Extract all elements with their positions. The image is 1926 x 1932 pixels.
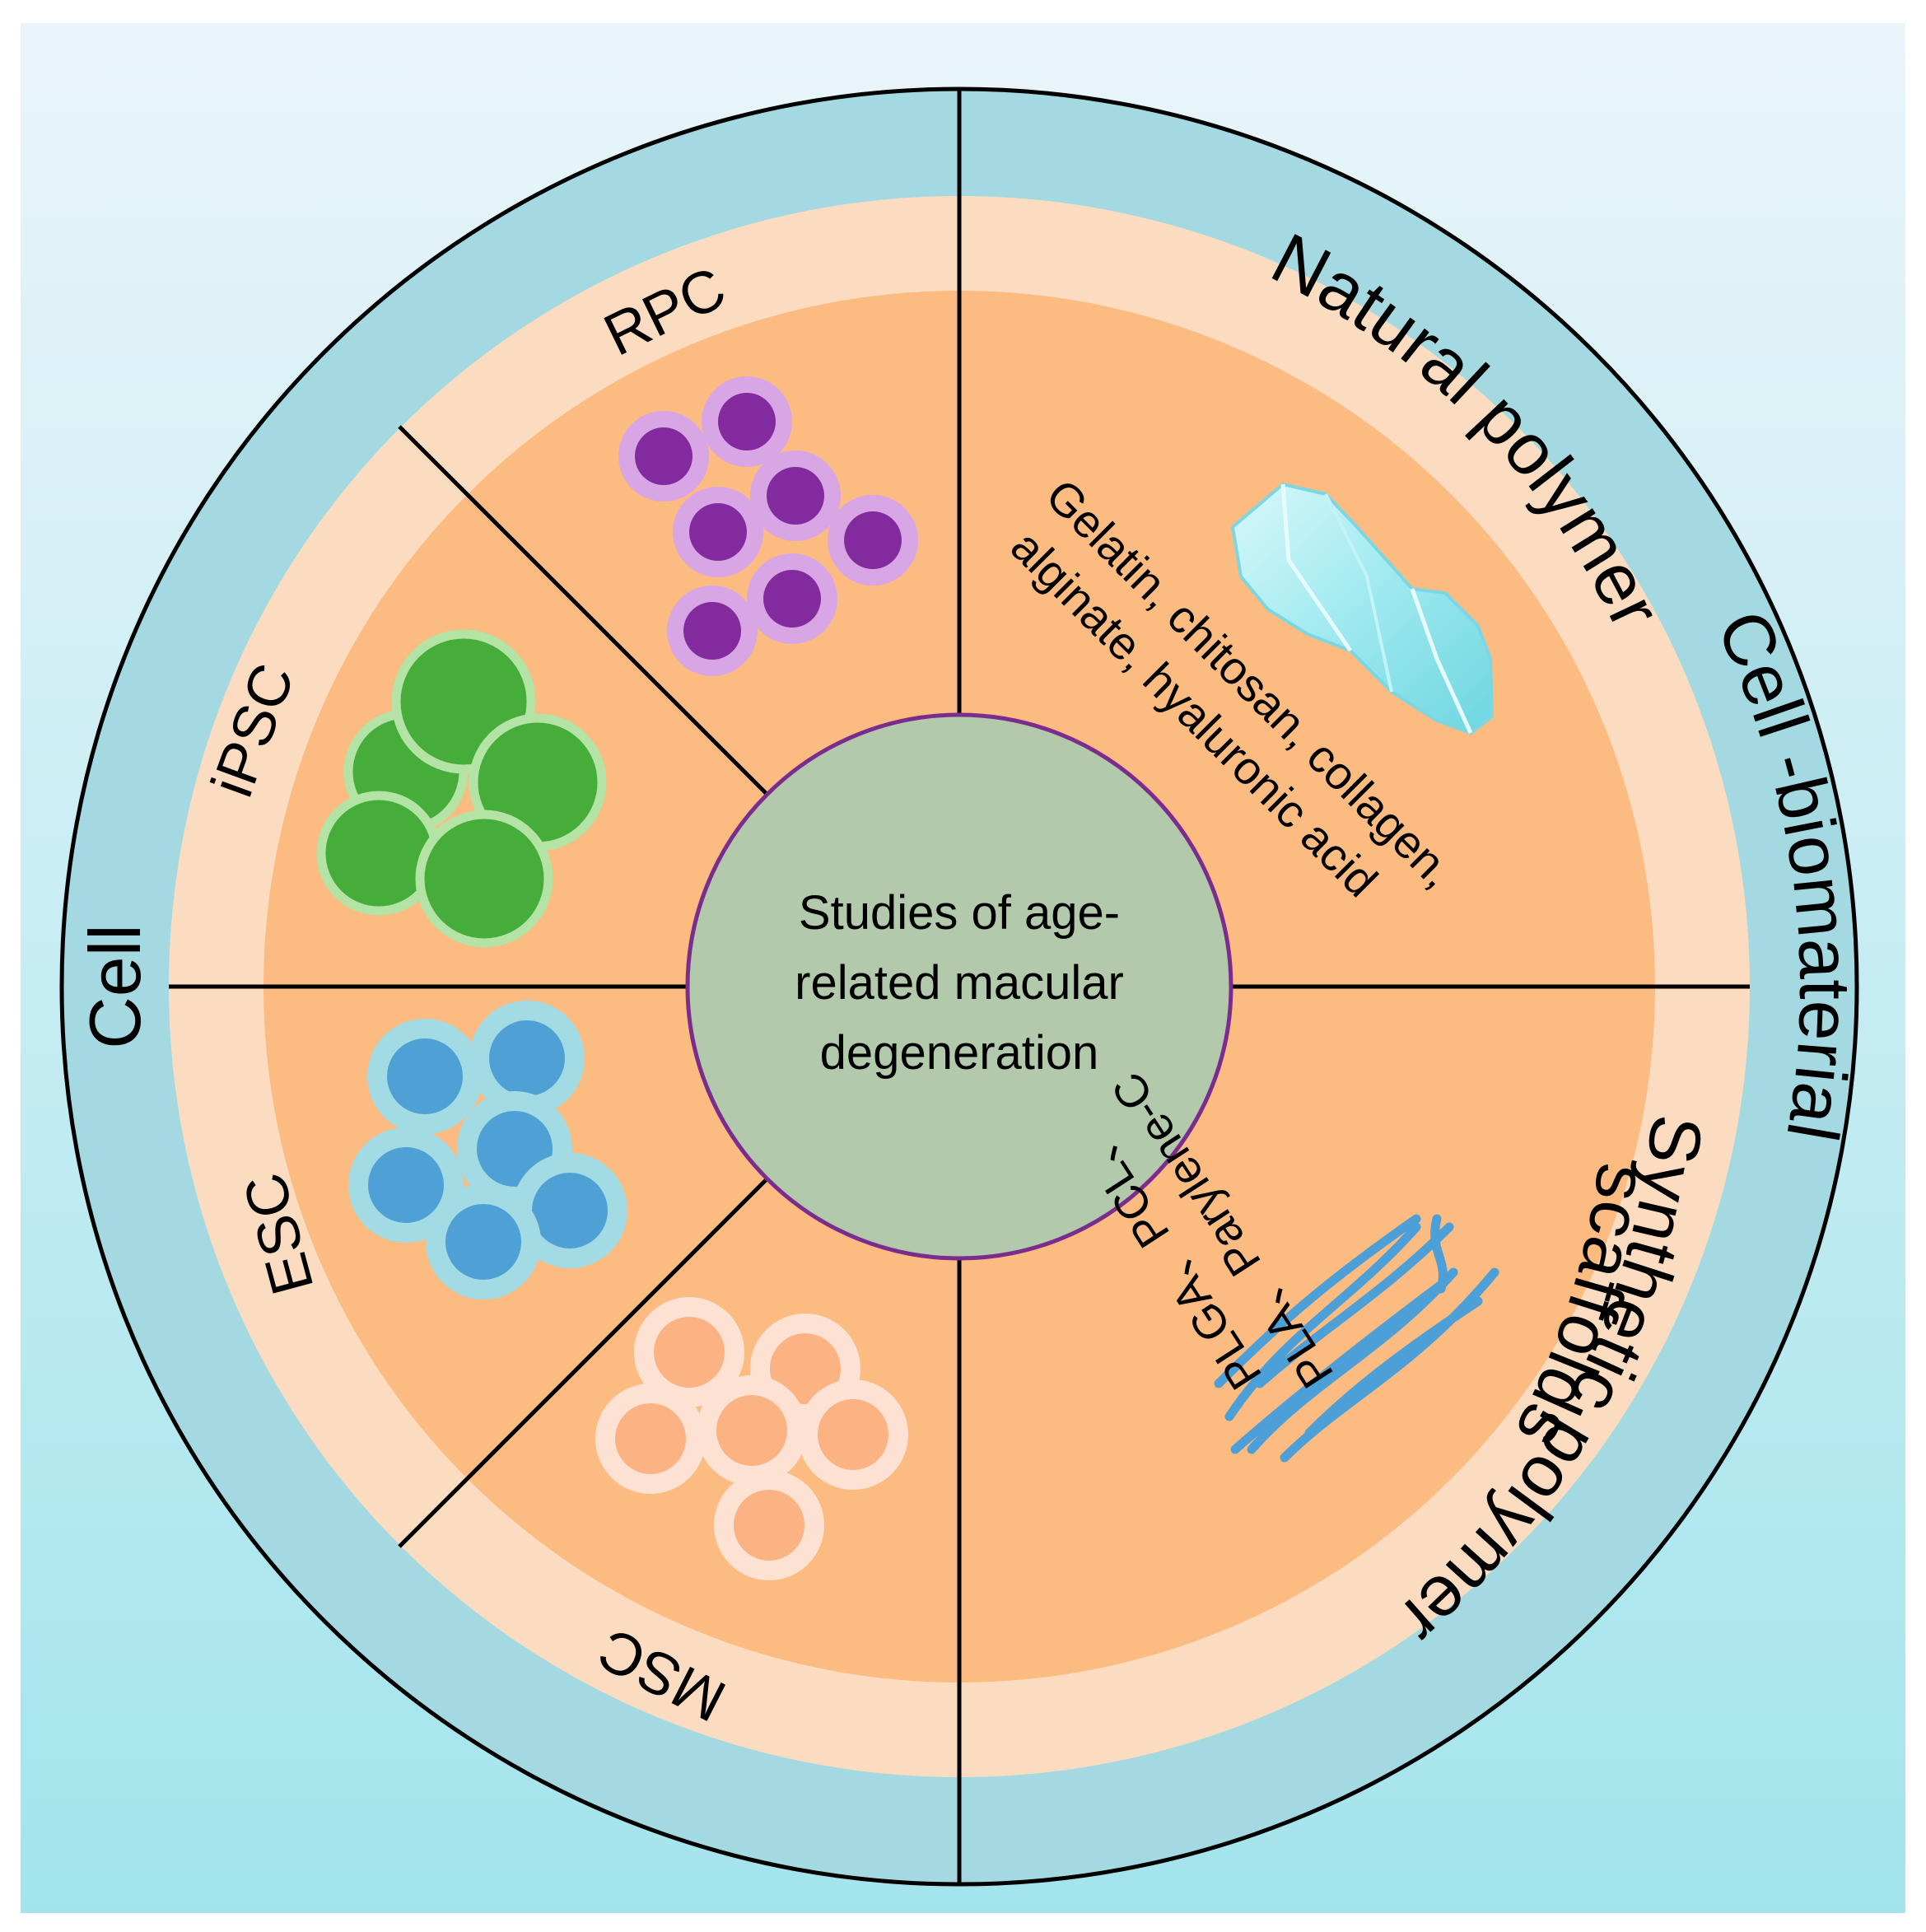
cell-ring-label: Cell — [74, 924, 156, 1049]
center-circle — [685, 712, 1233, 1261]
green-cell-cluster-icon — [316, 629, 607, 948]
center-title-line-1: Studies of age- — [799, 886, 1120, 940]
center-title-line-2: related macular — [795, 956, 1124, 1010]
center-title-line-3: degeneration — [820, 1026, 1099, 1080]
divider-esc-msc — [398, 1174, 772, 1548]
purple-cell-cluster-icon — [618, 376, 918, 676]
crystal-material-icon — [1230, 482, 1495, 735]
blue-fiber-icon — [1214, 1214, 1499, 1463]
peach-cell-cluster-icon — [595, 1297, 908, 1580]
divider-rpc-ipsc — [398, 425, 772, 799]
blue-cell-cluster-icon — [348, 1001, 627, 1300]
